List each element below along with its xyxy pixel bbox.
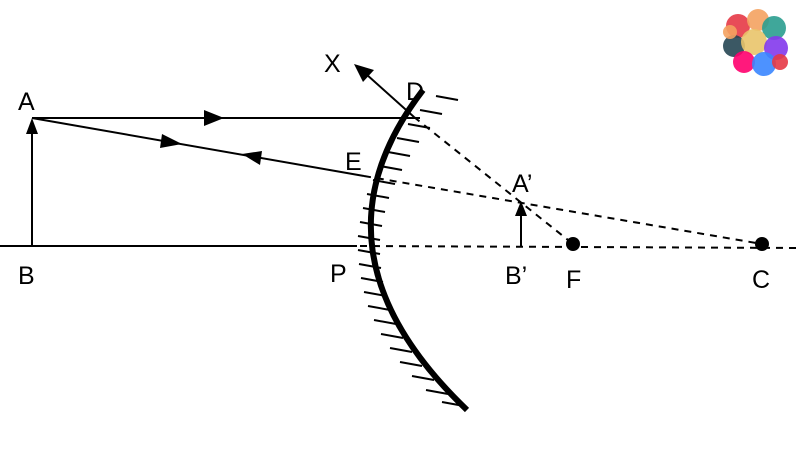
ray-ad-arrow <box>204 110 224 126</box>
label-p: P <box>330 260 347 288</box>
virtual-ray-e-to-c <box>363 175 763 245</box>
logo-blob <box>772 54 788 70</box>
principal-axis-dashed <box>359 245 799 249</box>
label-e: E <box>345 148 362 176</box>
logo-blob <box>723 25 737 39</box>
label-b-prime: B’ <box>505 262 527 290</box>
virtual-ray-d-to-f <box>413 116 574 245</box>
image-arrowhead <box>515 201 527 216</box>
label-a: A <box>18 88 35 116</box>
label-c: C <box>752 266 770 294</box>
logo-blob <box>723 35 745 57</box>
logo-blob <box>733 51 755 73</box>
ray-ea-arrow-back <box>242 151 262 165</box>
label-a-prime: A’ <box>512 170 532 198</box>
convex-mirror <box>368 88 470 413</box>
logo-blob <box>762 16 786 40</box>
mirror-hatching <box>357 95 465 407</box>
label-x: X <box>324 50 341 78</box>
logo-blob <box>752 52 776 76</box>
ray-dx-arrow <box>354 64 374 82</box>
focus-point-f <box>566 237 580 251</box>
site-logo <box>723 9 788 76</box>
incident-ray-ae <box>31 117 365 177</box>
logo-blob <box>741 29 767 55</box>
ray-ae-arrow-forward <box>160 134 182 148</box>
object-arrowhead <box>26 118 38 134</box>
centre-of-curvature-c <box>755 237 769 251</box>
label-b: B <box>18 262 35 290</box>
label-f: F <box>566 266 581 294</box>
label-d: D <box>406 78 424 106</box>
